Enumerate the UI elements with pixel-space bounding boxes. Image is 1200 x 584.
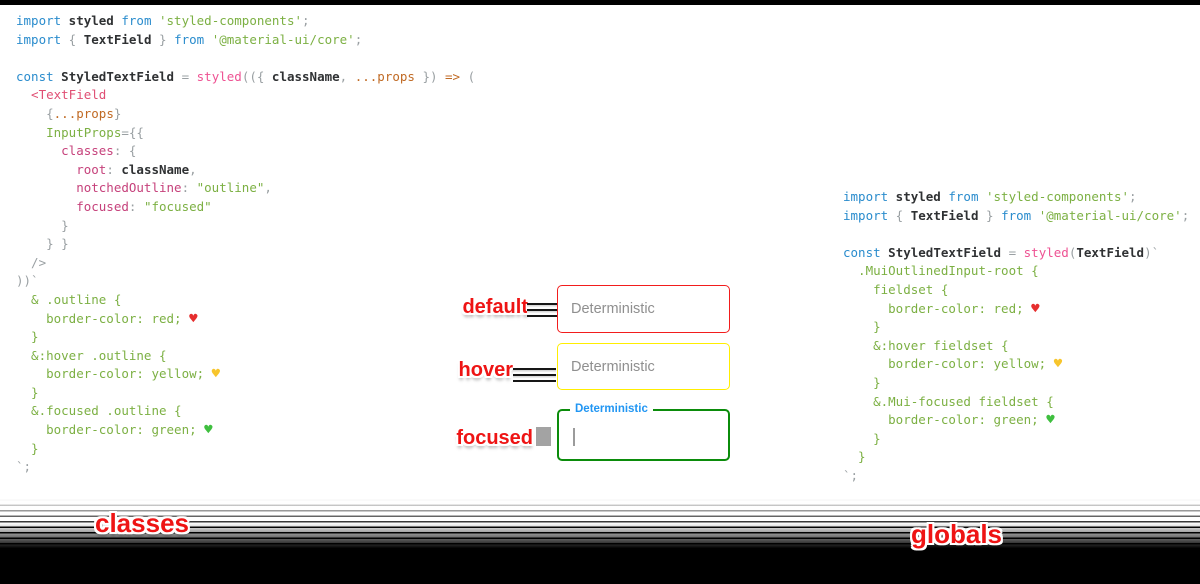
code-line: InputProps={{	[16, 124, 144, 140]
code-line: } }	[16, 236, 69, 252]
code-line: ))`	[16, 273, 39, 289]
code-line: }	[843, 449, 866, 465]
code-line: }	[16, 384, 39, 400]
textfield-focused: Deterministic	[557, 403, 730, 461]
code-line: & .outline {	[16, 291, 122, 307]
code-line: border-color: green; ♥	[16, 422, 213, 439]
code-line: border-color: red; ♥	[16, 310, 198, 327]
code-line: border-color: yellow; ♥	[843, 356, 1063, 373]
focused-state-label: focused	[456, 427, 533, 449]
code-line: `;	[843, 467, 859, 483]
code-line: const StyledTextField = styled(TextField…	[843, 244, 1160, 260]
textfield-hover-input[interactable]	[558, 344, 729, 389]
code-line: }	[16, 440, 39, 456]
code-line: <TextField	[16, 87, 107, 103]
code-line: fieldset {	[843, 281, 949, 297]
code-line: &.Mui-focused fieldset {	[843, 393, 1054, 409]
code-line: .MuiOutlinedInput-root {	[843, 263, 1039, 279]
classes-section-label: classes	[95, 508, 189, 538]
code-line: border-color: red; ♥	[843, 300, 1040, 317]
bottom-transition-band	[0, 499, 1200, 584]
code-line: }	[843, 374, 881, 390]
code-line: {...props}	[16, 105, 122, 121]
textfield-focused-input[interactable]	[559, 411, 728, 459]
transition-stripe	[513, 368, 556, 382]
code-line	[843, 225, 1189, 244]
code-line: const StyledTextField = styled(({ classN…	[16, 68, 476, 84]
code-line: />	[16, 254, 47, 270]
code-line: &:hover fieldset {	[843, 337, 1009, 353]
code-line: `;	[16, 459, 32, 475]
gray-cursor-artifact	[536, 427, 551, 446]
code-line: import styled from 'styled-components';	[16, 13, 310, 28]
code-line: }	[16, 217, 69, 233]
hover-state-label: hover	[458, 359, 513, 381]
code-line: import { TextField } from '@material-ui/…	[843, 207, 1190, 223]
code-line: import { TextField } from '@material-ui/…	[16, 31, 363, 47]
code-line: import styled from 'styled-components';	[843, 189, 1137, 204]
textfield-default-input[interactable]	[558, 286, 729, 332]
code-line: &.focused .outline {	[16, 403, 182, 419]
code-block-classes: import styled from 'styled-components'; i…	[16, 12, 475, 477]
code-line: focused: "focused"	[16, 198, 212, 214]
textfield-hover	[557, 343, 730, 390]
code-line: classes: {	[16, 143, 137, 159]
textfield-focused-floating-label: Deterministic	[570, 403, 653, 415]
code-line: border-color: yellow; ♥	[16, 366, 221, 383]
default-state-label: default	[462, 296, 528, 318]
code-line: &:hover .outline {	[16, 347, 167, 363]
code-line	[16, 49, 475, 68]
code-line: border-color: green; ♥	[843, 412, 1055, 429]
text-caret	[573, 428, 575, 446]
code-line: root: className,	[16, 161, 197, 177]
code-line: }	[16, 329, 39, 345]
code-block-globals: import styled from 'styled-components'; i…	[843, 188, 1189, 486]
textfield-default	[557, 285, 730, 333]
transition-stripe	[527, 303, 557, 317]
code-line: notchedOutline: "outline",	[16, 180, 272, 196]
globals-section-label: globals	[911, 519, 1003, 549]
top-black-bar	[0, 0, 1200, 5]
code-line: }	[843, 319, 881, 335]
code-line: }	[843, 430, 881, 446]
